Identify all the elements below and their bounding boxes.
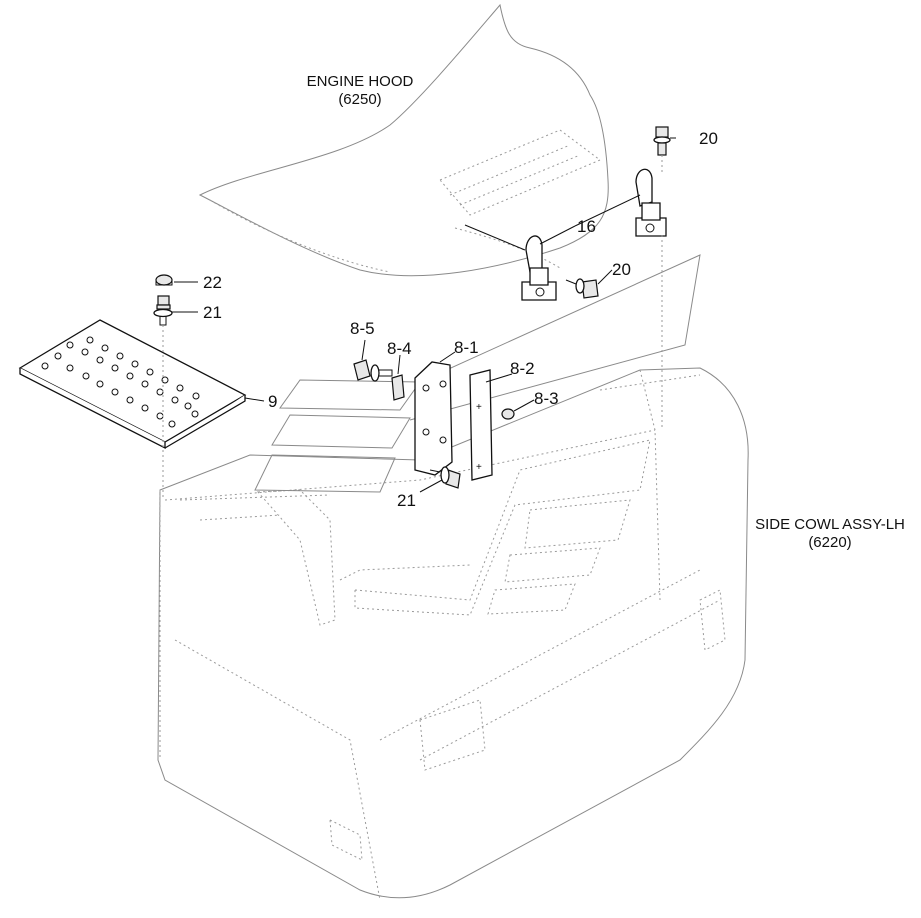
latch-16-upper — [635, 168, 667, 430]
callout-8-4: 8-4 — [387, 339, 412, 358]
engine-hood-code: (6250) — [338, 91, 381, 108]
callout-21-top: 21 — [203, 303, 222, 322]
side-cowl-code: (6220) — [808, 534, 851, 551]
callout-9: 9 — [268, 392, 277, 411]
bracket-8-1 — [414, 361, 453, 476]
bolt-8-5 — [353, 359, 393, 382]
bolt-21-bottom — [429, 466, 461, 489]
callout-20-mid: 20 — [612, 260, 631, 279]
engine-hood-label: ENGINE HOOD — [307, 73, 414, 90]
svg-text:+: + — [476, 462, 482, 473]
cap-22 — [155, 274, 173, 286]
callout-8-2: 8-2 — [510, 359, 535, 378]
callout-8-3: 8-3 — [534, 389, 559, 408]
clip-8-4 — [391, 374, 405, 401]
bolt-20-mid — [565, 278, 599, 299]
engine-hood-outline — [198, 3, 609, 277]
pin-8-3 — [501, 408, 515, 420]
callout-8-5: 8-5 — [350, 319, 375, 338]
plate-8-2: + + — [469, 369, 493, 481]
step-plate-9 — [18, 319, 247, 450]
bolt-20-top — [653, 126, 671, 172]
side-cowl-label: SIDE COWL ASSY-LH — [755, 516, 905, 533]
callout-22: 22 — [203, 273, 222, 292]
callout-8-1: 8-1 — [454, 338, 479, 357]
callout-21-bottom: 21 — [397, 491, 416, 510]
callout-16: 16 — [577, 217, 596, 236]
latch-16-lower — [521, 235, 557, 301]
svg-text:+: + — [476, 402, 482, 413]
bolt-21-top — [153, 295, 173, 500]
side-cowl-outline — [157, 367, 749, 901]
filter-slots — [254, 254, 701, 493]
callout-20-top: 20 — [699, 129, 718, 148]
leader-lines — [172, 137, 676, 493]
